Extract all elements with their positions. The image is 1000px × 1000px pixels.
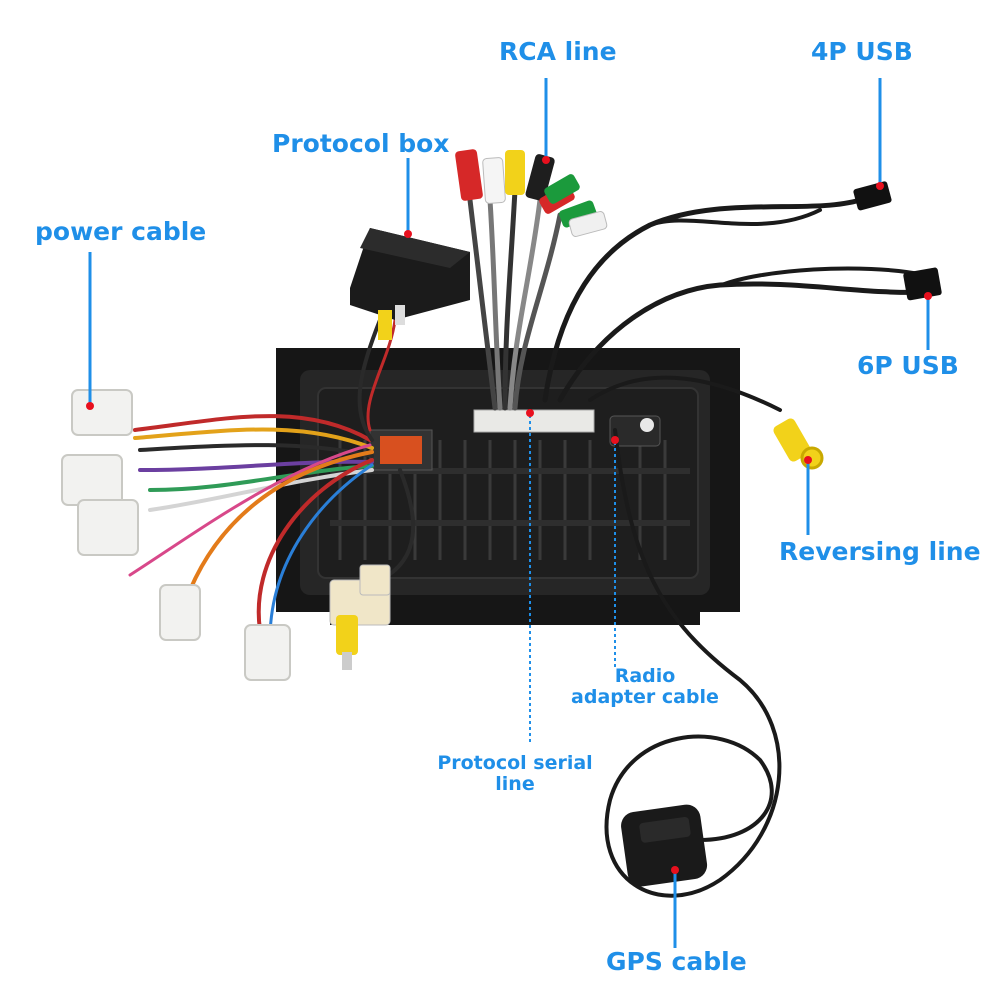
power-connectors xyxy=(61,389,291,681)
label-protocol-serial-line2: line xyxy=(495,772,535,795)
marker-reversing xyxy=(804,456,812,464)
label-radio-adapter-line2: adapter cable xyxy=(571,685,719,708)
label-4p-usb: 4P USB xyxy=(811,37,913,66)
marker-power xyxy=(86,402,94,410)
pointer-dotted-lines xyxy=(529,415,616,745)
markers xyxy=(86,156,932,874)
label-protocol-serial-line1: Protocol serial xyxy=(437,752,593,774)
label-protocol-box: Protocol box xyxy=(272,129,450,158)
marker-6p-usb xyxy=(924,292,932,300)
marker-radio-adapter xyxy=(611,436,619,444)
protocol-box xyxy=(350,228,470,340)
pointer-lines xyxy=(88,78,930,948)
cables xyxy=(128,187,933,898)
marker-protocol-box xyxy=(404,230,412,238)
gps-antenna xyxy=(621,804,708,887)
rca-plugs xyxy=(455,149,608,237)
label-rca-line: RCA line xyxy=(499,37,617,66)
bottom-connector xyxy=(329,564,391,670)
label-protocol-serial-line: Protocol serial line xyxy=(430,753,600,795)
marker-4p-usb xyxy=(876,182,884,190)
marker-rca xyxy=(542,156,550,164)
label-gps-cable: GPS cable xyxy=(606,947,747,976)
label-radio-adapter-line1: Radio xyxy=(614,665,676,687)
reversing-plug xyxy=(773,418,824,470)
label-6p-usb: 6P USB xyxy=(857,351,959,380)
label-reversing-line: Reversing line xyxy=(779,537,981,566)
label-power-cable: power cable xyxy=(35,217,207,246)
marker-protocol-serial xyxy=(526,409,534,417)
usb-plugs xyxy=(853,181,942,301)
label-radio-adapter-cable: Radio adapter cable xyxy=(570,666,720,708)
marker-gps xyxy=(671,866,679,874)
